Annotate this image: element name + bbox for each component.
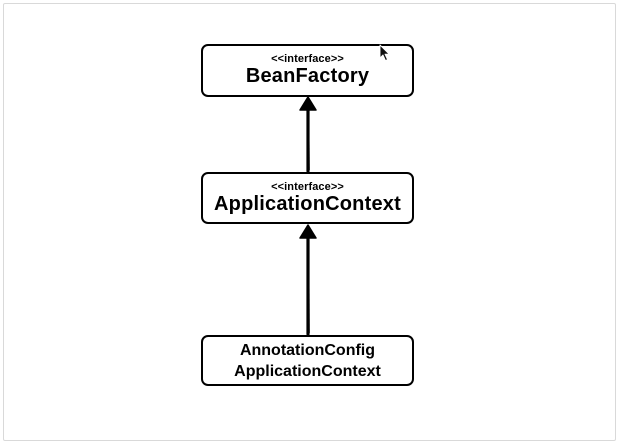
node-applicationcontext[interactable]: <<interface>> ApplicationContext — [201, 172, 414, 224]
inheritance-arrowhead-icon — [299, 96, 317, 111]
edge-line-sketch — [308, 109, 310, 171]
edge-line-sketch — [308, 238, 310, 334]
node-title-line-2: ApplicationContext — [234, 362, 381, 380]
node-title: BeanFactory — [245, 65, 370, 87]
edge-annotationconfig-to-applicationcontext — [299, 224, 317, 336]
stereotype-label: <<interface>> — [271, 180, 344, 193]
node-title-line-1: AnnotationConfig — [239, 341, 376, 359]
inheritance-arrowhead-icon — [299, 224, 317, 239]
edge-applicationcontext-to-beanfactory — [299, 96, 317, 173]
node-title: ApplicationContext — [214, 192, 401, 215]
node-annotationconfigapplicationcontext[interactable]: AnnotationConfig ApplicationContext — [201, 335, 414, 386]
node-beanfactory[interactable]: <<interface>> BeanFactory — [201, 44, 414, 97]
stereotype-label: <<interface>> — [271, 53, 344, 65]
mouse-pointer-icon — [379, 44, 390, 61]
